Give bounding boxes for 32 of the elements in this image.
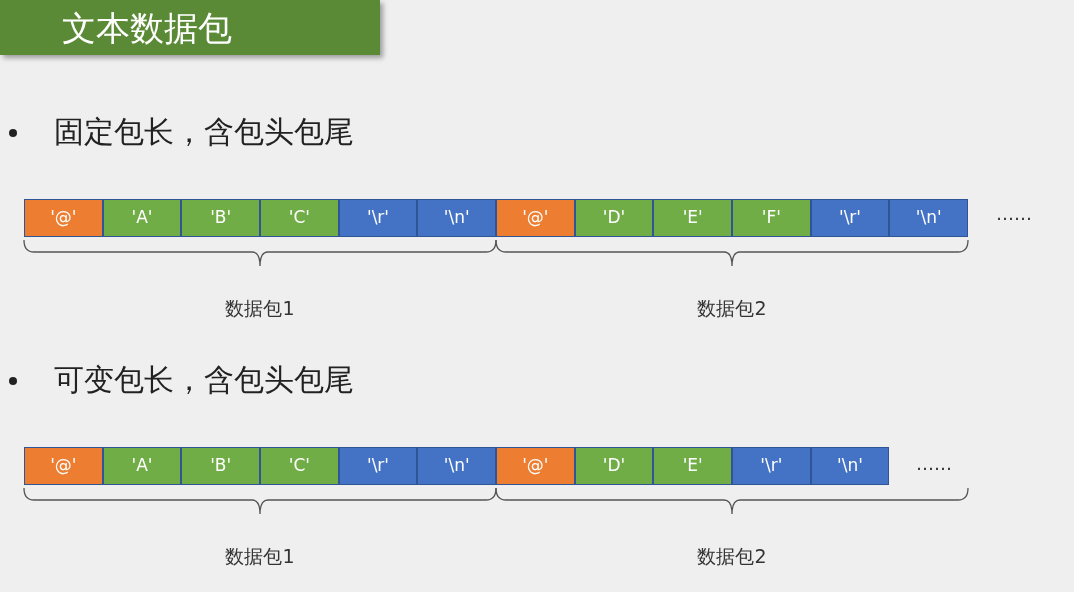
bullet-text: 可变包长，含包头包尾 (54, 361, 354, 399)
byte-cell: 'B' (181, 199, 260, 237)
byte-cell: 'E' (653, 199, 732, 237)
byte-cell: 'A' (102, 199, 182, 237)
byte-cell: '\r' (732, 447, 811, 485)
byte-cell: '\n' (417, 447, 496, 485)
byte-cell: '\n' (810, 447, 890, 485)
byte-cell: 'D' (574, 447, 654, 485)
packet-label: 数据包2 (697, 296, 767, 321)
byte-cell: '@' (496, 199, 575, 237)
byte-cell: '@' (24, 447, 103, 485)
byte-cell: 'C' (260, 447, 339, 485)
packet-label: 数据包1 (225, 544, 295, 569)
byte-cell: '@' (24, 199, 103, 237)
byte-cell: 'C' (260, 199, 339, 237)
byte-cell: '\r' (810, 199, 890, 237)
byte-cell: '@' (496, 447, 575, 485)
byte-cell: '\n' (417, 199, 496, 237)
byte-cell: '\r' (338, 199, 418, 237)
byte-cell: 'A' (102, 447, 182, 485)
byte-cell: '\n' (889, 199, 968, 237)
byte-cell: '\r' (338, 447, 418, 485)
packet-label: 数据包2 (697, 544, 767, 569)
title: 文本数据包 (62, 7, 232, 50)
packet-label: 数据包1 (225, 296, 295, 321)
ellipsis-text: …… (916, 452, 952, 476)
bullet-text: 固定包长，含包头包尾 (54, 113, 354, 151)
byte-cell: 'E' (653, 447, 732, 485)
byte-cell: 'F' (732, 199, 811, 237)
byte-cell: 'B' (181, 447, 260, 485)
byte-cell: 'D' (574, 199, 654, 237)
ellipsis-text: …… (996, 202, 1032, 226)
